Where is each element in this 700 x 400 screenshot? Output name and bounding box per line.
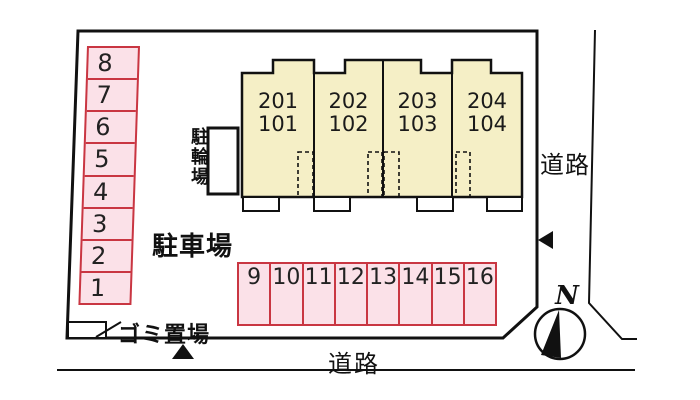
parking-space: 6: [85, 110, 136, 143]
garbage-area-box: [67, 321, 107, 339]
parking-space: 15: [430, 264, 463, 324]
stair-dashed-unit1: [297, 151, 314, 198]
parking-space: 9: [247, 265, 262, 290]
parking-space: 12: [333, 264, 366, 324]
unit-upper: 201: [257, 89, 299, 113]
parking-space: 16: [462, 264, 495, 324]
parking-column-left: 8 7 6 5 4 3 2 1: [78, 46, 140, 305]
road-label-bottom: 道路: [328, 350, 380, 378]
road-label-right: 道路: [540, 151, 590, 179]
unit-upper: 202: [328, 89, 369, 113]
site-boundary: [65, 29, 539, 340]
stair-dashed-unit3: [383, 151, 400, 198]
parking-row-bottom: 9 10 11 12 13 14 15 16: [237, 262, 497, 326]
parking-space: 8: [96, 49, 114, 78]
unit-upper: 203: [397, 89, 438, 113]
garbage-leader-line: [95, 321, 122, 338]
compass-needle-icon: [541, 310, 561, 358]
parking-space: 11: [301, 264, 334, 324]
parking-space: 10: [269, 264, 301, 324]
unit-upper: 204: [466, 89, 508, 113]
parking-space: 5: [84, 142, 135, 175]
parking-space: 2: [81, 238, 132, 271]
stair-dashed-unit4: [455, 151, 471, 198]
bicycle-parking-box: [206, 126, 240, 196]
garbage-area-label: ゴミ置場: [118, 323, 211, 348]
porch-unit3: [416, 196, 454, 212]
parking-space: 14: [398, 264, 430, 324]
unit-lower: 103: [397, 112, 438, 136]
road-edge-right: [587, 29, 637, 340]
entrance-marker-bottom-icon: [172, 344, 194, 359]
unit-lower: 102: [328, 112, 369, 136]
parking-space: 1: [80, 270, 131, 303]
parking-space: 4: [83, 174, 134, 207]
north-label: N: [555, 281, 579, 311]
parking-lot-label: 駐車場: [152, 232, 234, 262]
stair-dashed-unit2: [367, 151, 383, 198]
porch-unit4: [486, 196, 523, 212]
porch-unit1: [242, 196, 280, 212]
bicycle-parking-label: 駐輪場: [188, 127, 209, 187]
parking-space: 13: [366, 264, 398, 324]
entrance-marker-right-icon: [538, 231, 553, 249]
unit-lower: 101: [257, 112, 299, 136]
porch-unit2: [313, 196, 351, 212]
unit-lower: 104: [466, 112, 508, 136]
parking-space: 7: [86, 78, 137, 111]
parking-space: 3: [82, 206, 133, 239]
